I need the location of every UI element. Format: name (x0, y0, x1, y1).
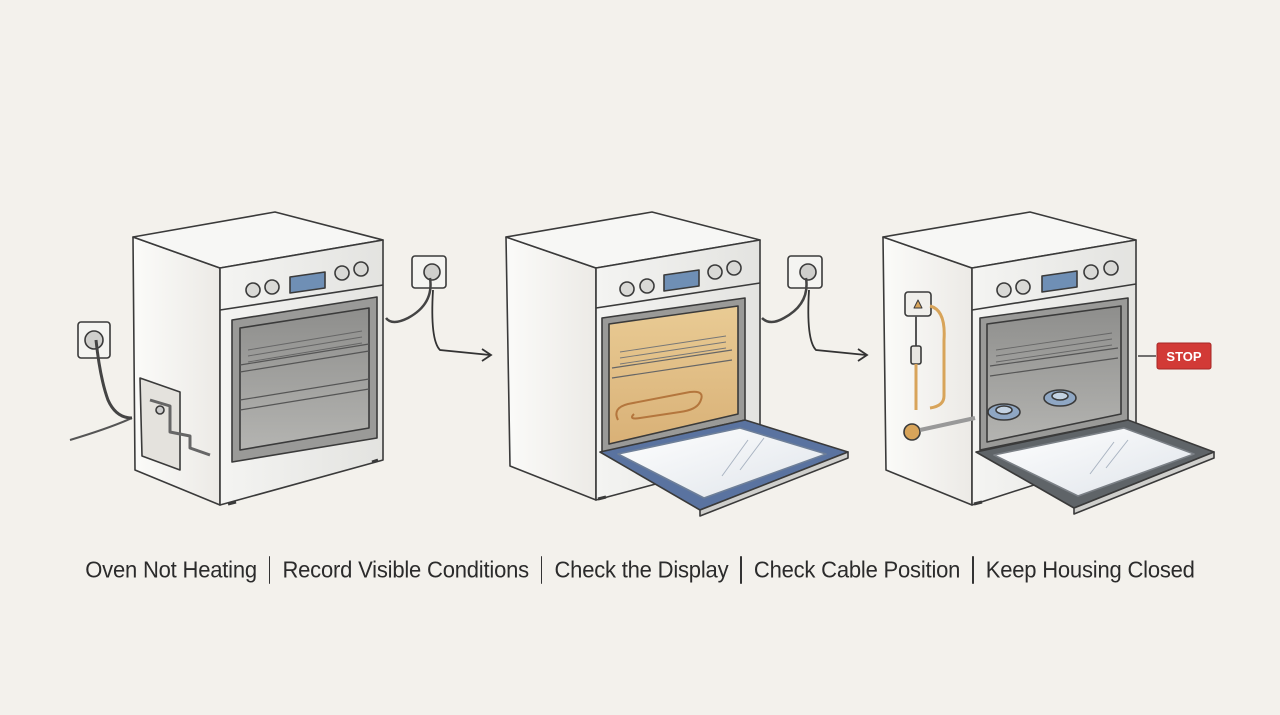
arrow-right-icon (807, 289, 869, 362)
caption-check-cable-position: Check Cable Position (753, 556, 961, 583)
wall-socket-icon (77, 321, 133, 420)
arrow-right-icon (431, 289, 493, 362)
caption-separator (740, 556, 742, 584)
gas-valve-icon (903, 291, 976, 441)
caption-record-visible-conditions: Record Visible Conditions (282, 556, 529, 583)
caption-check-the-display: Check the Display (554, 556, 729, 583)
stop-sign-icon: STOP (1156, 342, 1212, 370)
display-screen (663, 269, 700, 292)
oven-3-gas-connection (882, 211, 1215, 515)
caption-separator (540, 556, 543, 584)
wall-socket-icon (385, 255, 447, 324)
display-screen (289, 271, 326, 294)
oven-2-door-open (505, 211, 849, 517)
heated-interior (608, 305, 739, 445)
wall-socket-icon (761, 255, 823, 324)
caption-separator (268, 556, 271, 584)
caption-bar: Oven Not Heating Record Visible Conditio… (0, 551, 1280, 589)
display-screen (1041, 270, 1078, 293)
oven-1-not-heating (69, 211, 447, 506)
caption-separator (972, 556, 974, 584)
caption-keep-housing-closed: Keep Housing Closed (985, 556, 1195, 583)
stop-sign-label: STOP (1166, 349, 1201, 364)
gas-burner-icon (987, 389, 1077, 421)
caption-oven-not-heating: Oven Not Heating (85, 556, 257, 583)
